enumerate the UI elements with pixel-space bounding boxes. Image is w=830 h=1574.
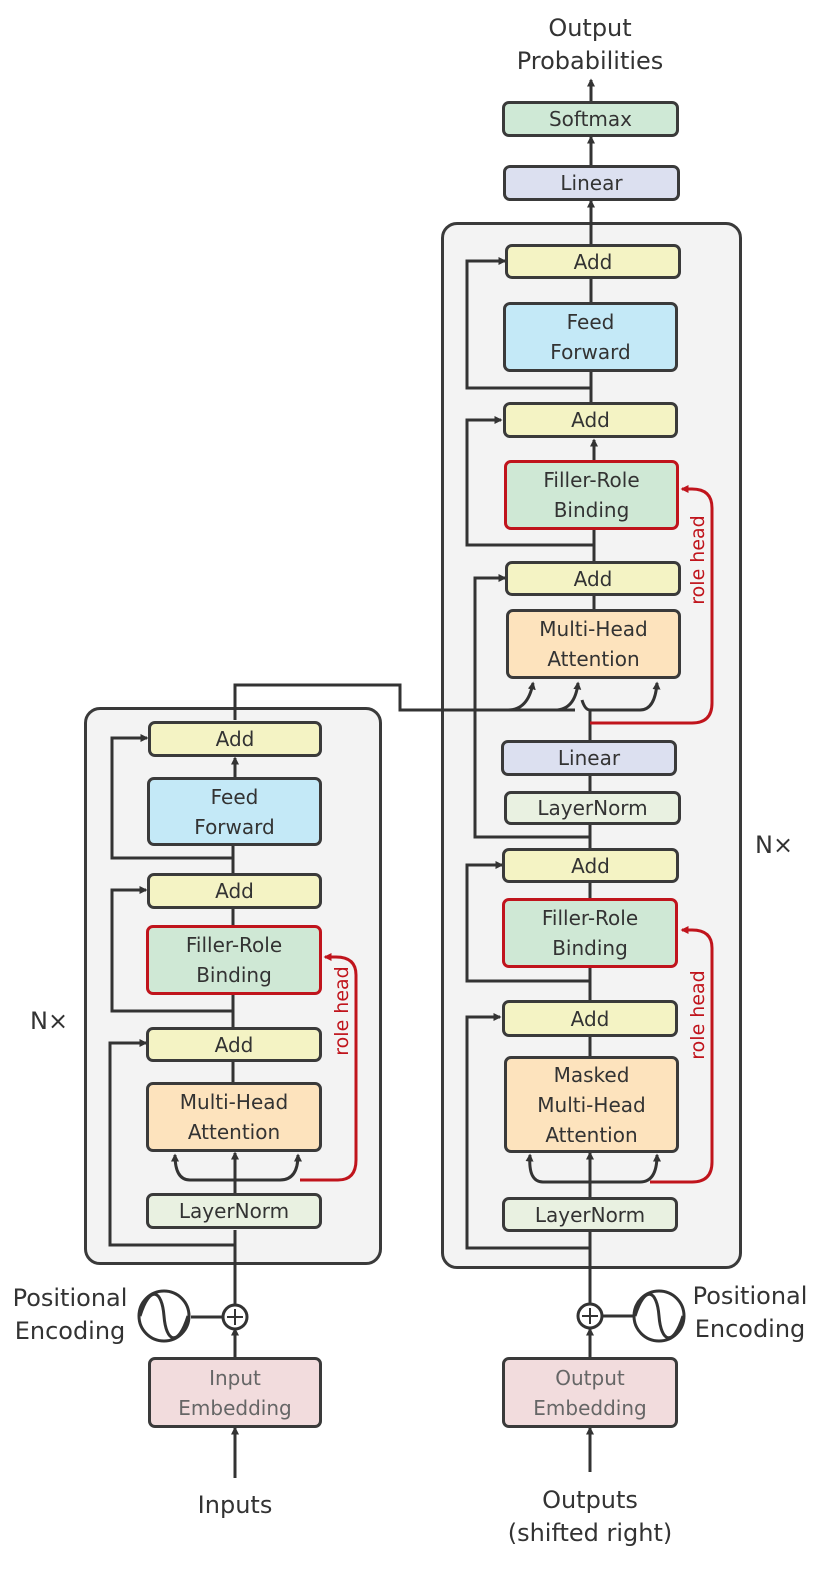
decoder-filler-role-binding-upper: Filler-Role Binding [504, 460, 679, 530]
decoder-residual-1 [465, 1013, 590, 1250]
decoder-add-cross-attention: Add [505, 561, 681, 596]
decoder-role-head-lower-path [650, 926, 714, 1184]
encoder-filler-role-binding: Filler-Role Binding [146, 925, 322, 995]
encoder-role-head-path [300, 953, 358, 1182]
encoder-positional-encoding-label: Positional Encoding [12, 1284, 128, 1345]
encoder-to-decoder-wire [233, 683, 575, 720]
encoder-layernorm: LayerNorm [146, 1193, 322, 1229]
encoder-add-binding: Add [147, 873, 322, 909]
decoder-add-masked-attention: Add [502, 1000, 678, 1037]
inputs-label: Inputs [197, 1491, 273, 1519]
encoder-add-attention: Add [146, 1027, 322, 1062]
output-probabilities-label: Output Probabilities [516, 14, 664, 75]
decoder-role-head-upper-path [590, 485, 714, 725]
encoder-residual-1 [108, 1039, 235, 1247]
encoder-multi-head-attention: Multi-Head Attention [146, 1082, 322, 1152]
decoder-layernorm-mid: LayerNorm [504, 791, 681, 825]
role-head-wires [300, 485, 714, 1184]
output-embedding: Output Embedding [502, 1357, 678, 1428]
decoder-nx-label: N× [755, 831, 794, 859]
input-embedding: Input Embedding [148, 1357, 322, 1428]
decoder-residual-4 [465, 416, 594, 547]
decoder-multi-head-attention: Multi-Head Attention [506, 609, 681, 679]
encoder-residual-3 [110, 734, 233, 860]
decoder-linear-top: Linear [503, 165, 680, 201]
decoder-feed-forward: Feed Forward [503, 302, 678, 372]
decoder-positional-encoding-label: Positional Encoding [692, 1282, 808, 1343]
encoder-add-ffn: Add [148, 721, 322, 757]
decoder-add-binding-lower: Add [502, 848, 679, 883]
outputs-label: Outputs (shifted right) [507, 1486, 673, 1547]
decoder-filler-role-binding-lower: Filler-Role Binding [502, 898, 678, 968]
encoder-residual-2 [110, 886, 233, 1013]
decoder-layernorm-bottom: LayerNorm [502, 1197, 678, 1232]
decoder-add-ffn: Add [505, 244, 681, 279]
decoder-softmax: Softmax [502, 101, 679, 137]
decoder-residual-5 [465, 257, 591, 390]
decoder-residual-3 [473, 574, 590, 839]
decoder-add-binding-upper: Add [503, 402, 678, 438]
decoder-masked-multi-head-attention: Masked Multi-Head Attention [504, 1056, 679, 1153]
encoder-positional-encoding-symbol [137, 1289, 249, 1343]
encoder-nx-label: N× [30, 1007, 69, 1035]
encoder-feed-forward: Feed Forward [147, 777, 322, 846]
decoder-residual-2 [465, 861, 590, 983]
decoder-positional-encoding-symbol [576, 1289, 686, 1343]
decoder-linear-mid: Linear [501, 740, 677, 776]
wire-group [108, 78, 661, 1478]
